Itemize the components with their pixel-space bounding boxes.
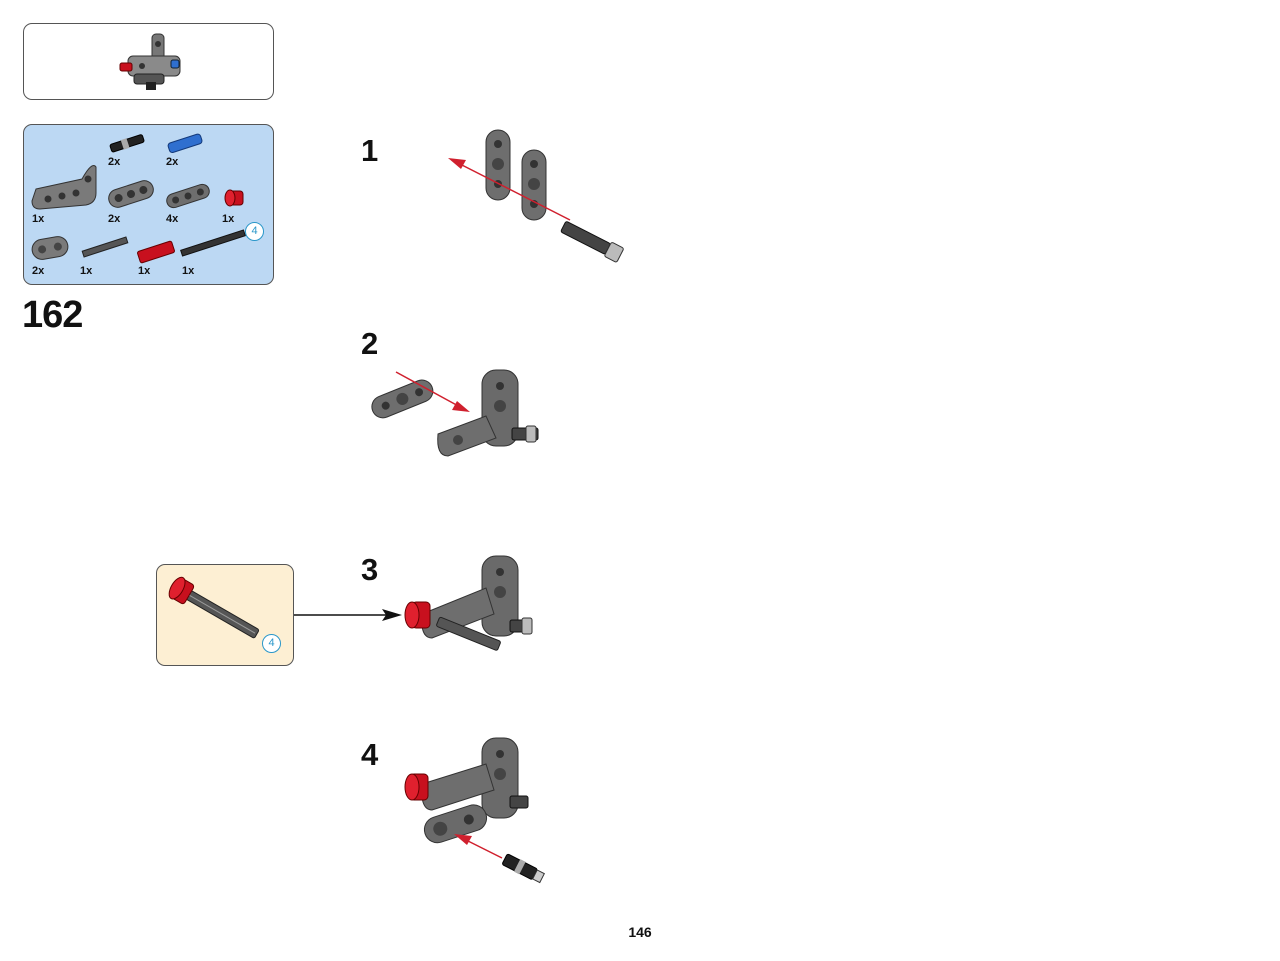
step-3-illustration <box>404 555 533 651</box>
sub-step-number: 4 <box>361 737 379 772</box>
parts-list-box: 2x 2x 1x 2x 4x 1x 2x <box>23 124 274 285</box>
beam-2-icon <box>31 236 69 260</box>
axle-short-icon <box>81 236 129 258</box>
part-quantity: 1x <box>182 265 195 277</box>
page-number: 146 <box>628 924 652 940</box>
part-quantity: 2x <box>108 213 121 225</box>
callout-arrow <box>294 609 402 621</box>
part-quantity: 1x <box>222 213 235 225</box>
part-quantity: 1x <box>32 213 45 225</box>
pin-blue-icon <box>167 133 203 154</box>
sub-step-number: 2 <box>361 326 379 361</box>
model-preview-image <box>119 33 181 90</box>
model-preview-box <box>23 23 274 100</box>
part-quantity: 1x <box>80 265 93 277</box>
pin-black-icon <box>109 134 145 153</box>
axle-with-bush-icon <box>168 576 260 639</box>
step-number: 162 <box>22 294 83 336</box>
step-2-illustration <box>371 369 539 457</box>
step-1-illustration <box>448 129 624 263</box>
beam-3-flat-icon <box>166 183 210 209</box>
axle-length-badge: 4 <box>245 222 264 241</box>
part-quantity: 1x <box>138 265 151 277</box>
angled-beam-icon <box>31 165 97 210</box>
beam-3-icon <box>108 180 154 208</box>
part-quantity: 2x <box>32 265 45 277</box>
part-quantity: 2x <box>108 156 121 168</box>
sub-step-number: 1 <box>361 133 379 168</box>
part-quantity: 4x <box>166 213 179 225</box>
axle-red-icon <box>137 240 175 264</box>
axle-long-icon <box>180 229 246 257</box>
part-quantity: 2x <box>166 156 179 168</box>
sub-assembly-box: 4 <box>156 564 294 666</box>
bush-red-icon <box>224 189 244 207</box>
step-4-illustration <box>404 737 545 884</box>
axle-length-badge: 4 <box>262 634 281 653</box>
sub-step-number: 3 <box>361 552 379 587</box>
